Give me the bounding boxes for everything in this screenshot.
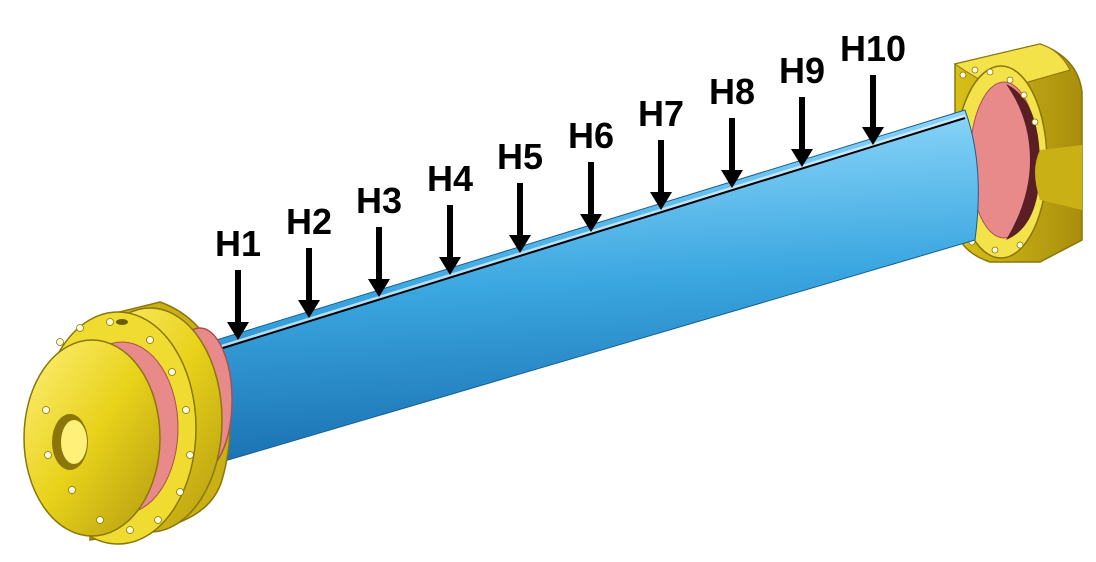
measurement-line bbox=[209, 117, 966, 353]
label-h6: H6 bbox=[567, 115, 615, 156]
right-end-block bbox=[953, 43, 1083, 263]
label-h9: H9 bbox=[778, 50, 826, 91]
label-h5: H5 bbox=[496, 136, 544, 177]
label-h2: H2 bbox=[285, 201, 333, 242]
arrow-h7 bbox=[650, 140, 672, 210]
arrow-h8 bbox=[721, 118, 743, 188]
cylinder-tube bbox=[199, 109, 979, 461]
label-h10: H10 bbox=[839, 28, 907, 69]
label-h3: H3 bbox=[355, 180, 403, 221]
label-h1: H1 bbox=[214, 223, 262, 264]
label-h4: H4 bbox=[426, 158, 474, 199]
arrow-h3 bbox=[368, 227, 390, 297]
arrow-h1 bbox=[227, 270, 249, 340]
label-h8: H8 bbox=[708, 71, 756, 112]
left-end-assembly bbox=[23, 301, 233, 545]
label-h7: H7 bbox=[637, 93, 685, 134]
arrow-h2 bbox=[298, 248, 320, 318]
arrow-group bbox=[227, 75, 884, 340]
arrow-h10 bbox=[862, 75, 884, 145]
arrow-h9 bbox=[791, 97, 813, 167]
arrow-h5 bbox=[509, 183, 531, 253]
arrow-h6 bbox=[580, 162, 602, 232]
arrow-h4 bbox=[439, 205, 461, 275]
